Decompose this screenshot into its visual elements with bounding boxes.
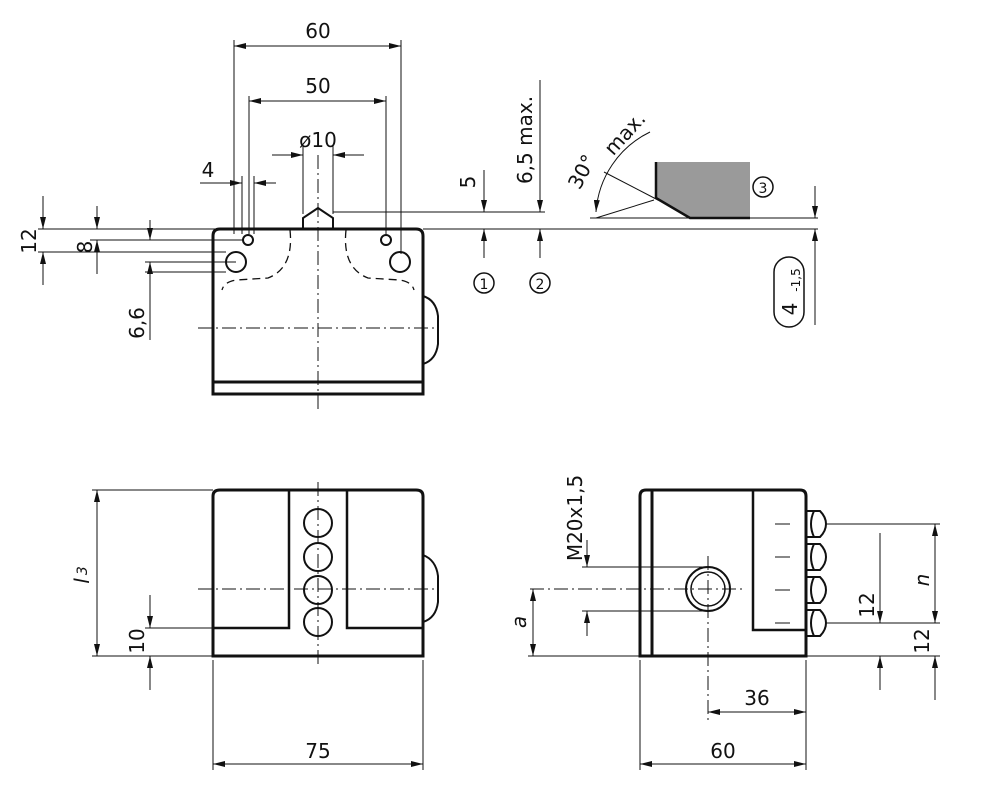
hidden-cavity-left bbox=[221, 229, 292, 291]
tolerance-badge bbox=[773, 256, 805, 328]
dim-diameter-10: ø10 bbox=[299, 128, 337, 152]
top-view: 60 50 ø10 4 12 8 6,6 bbox=[17, 19, 818, 410]
dim-6-5-max: 6,5 max. bbox=[513, 96, 537, 184]
dim-36: 36 bbox=[744, 686, 769, 710]
dim-tolerance-sub: -1,5 bbox=[789, 268, 803, 291]
actuator-block bbox=[656, 162, 750, 218]
dim-60-bottom: 60 bbox=[710, 739, 735, 763]
dim-75: 75 bbox=[305, 739, 330, 763]
dim-12-r1: 12 bbox=[855, 592, 879, 617]
front-view: l3 10 75 bbox=[70, 482, 439, 770]
dim-4: 4 bbox=[202, 158, 215, 182]
dim-angle-30: 30° bbox=[563, 150, 601, 193]
mount-hole-small-right bbox=[380, 234, 392, 246]
dim-8: 8 bbox=[73, 241, 97, 254]
callout-1 bbox=[473, 272, 495, 294]
dim-a: a bbox=[507, 616, 531, 628]
svg-text:2: 2 bbox=[536, 277, 545, 293]
dim-50: 50 bbox=[305, 74, 330, 98]
svg-text:1: 1 bbox=[480, 277, 489, 293]
dim-5: 5 bbox=[456, 176, 480, 189]
dim-n: n bbox=[910, 574, 934, 587]
dim-10-bottom: 10 bbox=[125, 628, 149, 653]
callout-3 bbox=[752, 176, 774, 198]
side-view: M20x1,5 a 36 60 12 n 12 bbox=[507, 475, 940, 770]
side-connectors bbox=[806, 510, 828, 637]
front-view-side-cap bbox=[422, 554, 439, 623]
dim-tolerance-main: 4 bbox=[778, 303, 802, 316]
top-view-side-cap bbox=[422, 295, 439, 365]
dim-12-left: 12 bbox=[17, 228, 41, 253]
dim-angle-max: max. bbox=[599, 107, 650, 160]
dim-6-6: 6,6 bbox=[125, 307, 149, 339]
dim-60-top: 60 bbox=[305, 19, 330, 43]
mount-hole-large-right bbox=[389, 251, 411, 273]
callout-2 bbox=[529, 272, 551, 294]
dim-12-r2: 12 bbox=[910, 628, 934, 653]
dim-m20: M20x1,5 bbox=[563, 475, 587, 561]
svg-text:3: 3 bbox=[759, 181, 768, 197]
hidden-cavity-right bbox=[344, 229, 415, 291]
dim-l3: l3 bbox=[70, 566, 94, 583]
side-view-step bbox=[751, 490, 806, 632]
